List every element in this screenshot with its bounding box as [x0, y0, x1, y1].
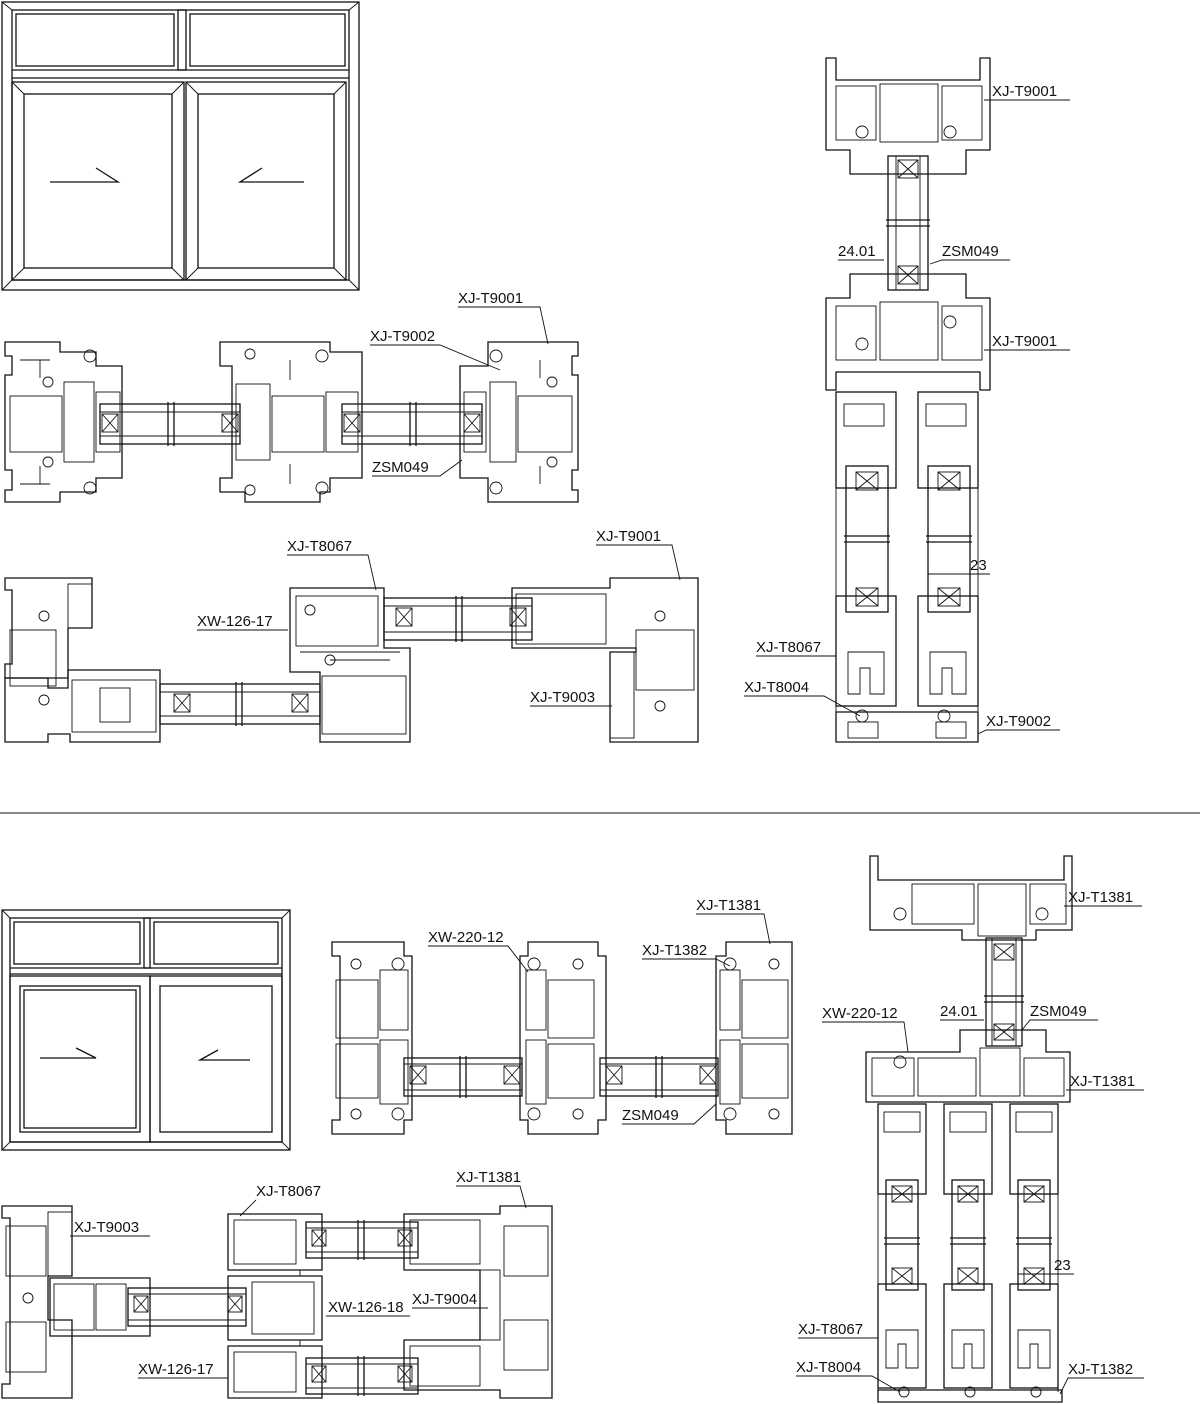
vertical-section-top: [825, 57, 991, 743]
label-xj-t9001: XJ-T9001: [992, 333, 1057, 350]
label-zsm049: ZSM049: [622, 1107, 679, 1124]
label-xj-t1382: XJ-T1382: [1068, 1361, 1133, 1378]
label-xj-t9002: XJ-T9002: [370, 328, 435, 345]
label-23: 23: [1054, 1257, 1071, 1274]
label-xj-t8004: XJ-T8004: [796, 1359, 861, 1376]
label-zsm049: ZSM049: [372, 459, 429, 476]
label-xj-t8004: XJ-T8004: [744, 679, 809, 696]
window-elevation-bottom: [1, 909, 291, 1151]
labels-horizontal-section-bottom-1: XJ-T1381 XW-220-12 XJ-T1382 ZSM049: [428, 897, 771, 1125]
window-elevation-top: [1, 1, 360, 291]
label-23: 23: [970, 557, 987, 574]
label-xw-220-12: XW-220-12: [822, 1005, 898, 1022]
label-xj-t1381: XJ-T1381: [1070, 1073, 1135, 1090]
label-zsm049: ZSM049: [942, 243, 999, 260]
label-xj-t1381: XJ-T1381: [696, 897, 761, 914]
label-xj-t1382: XJ-T1382: [642, 942, 707, 959]
label-xj-t8067: XJ-T8067: [287, 538, 352, 555]
label-xj-t1381: XJ-T1381: [1068, 889, 1133, 906]
label-zsm049: ZSM049: [1030, 1003, 1087, 1020]
label-xj-t9003: XJ-T9003: [74, 1219, 139, 1236]
label-xw-126-18: XW-126-18: [328, 1299, 404, 1316]
label-24-01: 24.01: [838, 243, 876, 260]
label-xj-t9002: XJ-T9002: [986, 713, 1051, 730]
labels-vertical-section-bottom: XJ-T1381 XW-220-12 24.01 ZSM049 XJ-T1381…: [796, 889, 1144, 1395]
labels-horizontal-section-top-1: XJ-T9001 XJ-T9002 ZSM049: [370, 290, 549, 477]
horizontal-section-top-2: [4, 577, 699, 743]
label-xw-220-12: XW-220-12: [428, 929, 504, 946]
horizontal-section-bottom-2: [1, 1205, 553, 1399]
label-xj-t9004: XJ-T9004: [412, 1291, 477, 1308]
label-24-01: 24.01: [940, 1003, 978, 1020]
label-xj-t9003: XJ-T9003: [530, 689, 595, 706]
label-xj-t8067: XJ-T8067: [756, 639, 821, 656]
label-xj-t9001: XJ-T9001: [458, 290, 523, 307]
label-xj-t9001: XJ-T9001: [596, 528, 661, 545]
horizontal-section-bottom-1: [331, 941, 793, 1135]
label-xj-t8067: XJ-T8067: [798, 1321, 863, 1338]
label-xw-126-17: XW-126-17: [197, 613, 273, 630]
label-xj-t9001: XJ-T9001: [992, 83, 1057, 100]
label-xj-t8067: XJ-T8067: [256, 1183, 321, 1200]
vertical-section-bottom: [865, 855, 1073, 1403]
label-xw-126-17: XW-126-17: [138, 1361, 214, 1378]
labels-vertical-section-top: XJ-T9001 24.01 ZSM049 XJ-T9001 23 XJ-T80…: [744, 83, 1070, 735]
labels-horizontal-section-top-2: XJ-T8067 XJ-T9001 XW-126-17 XJ-T9003: [197, 528, 681, 707]
horizontal-section-top-1: [4, 341, 579, 503]
labels-horizontal-section-bottom-2: XJ-T9003 XJ-T8067 XJ-T1381 XW-126-18 XJ-…: [70, 1169, 527, 1379]
label-xj-t1381: XJ-T1381: [456, 1169, 521, 1186]
